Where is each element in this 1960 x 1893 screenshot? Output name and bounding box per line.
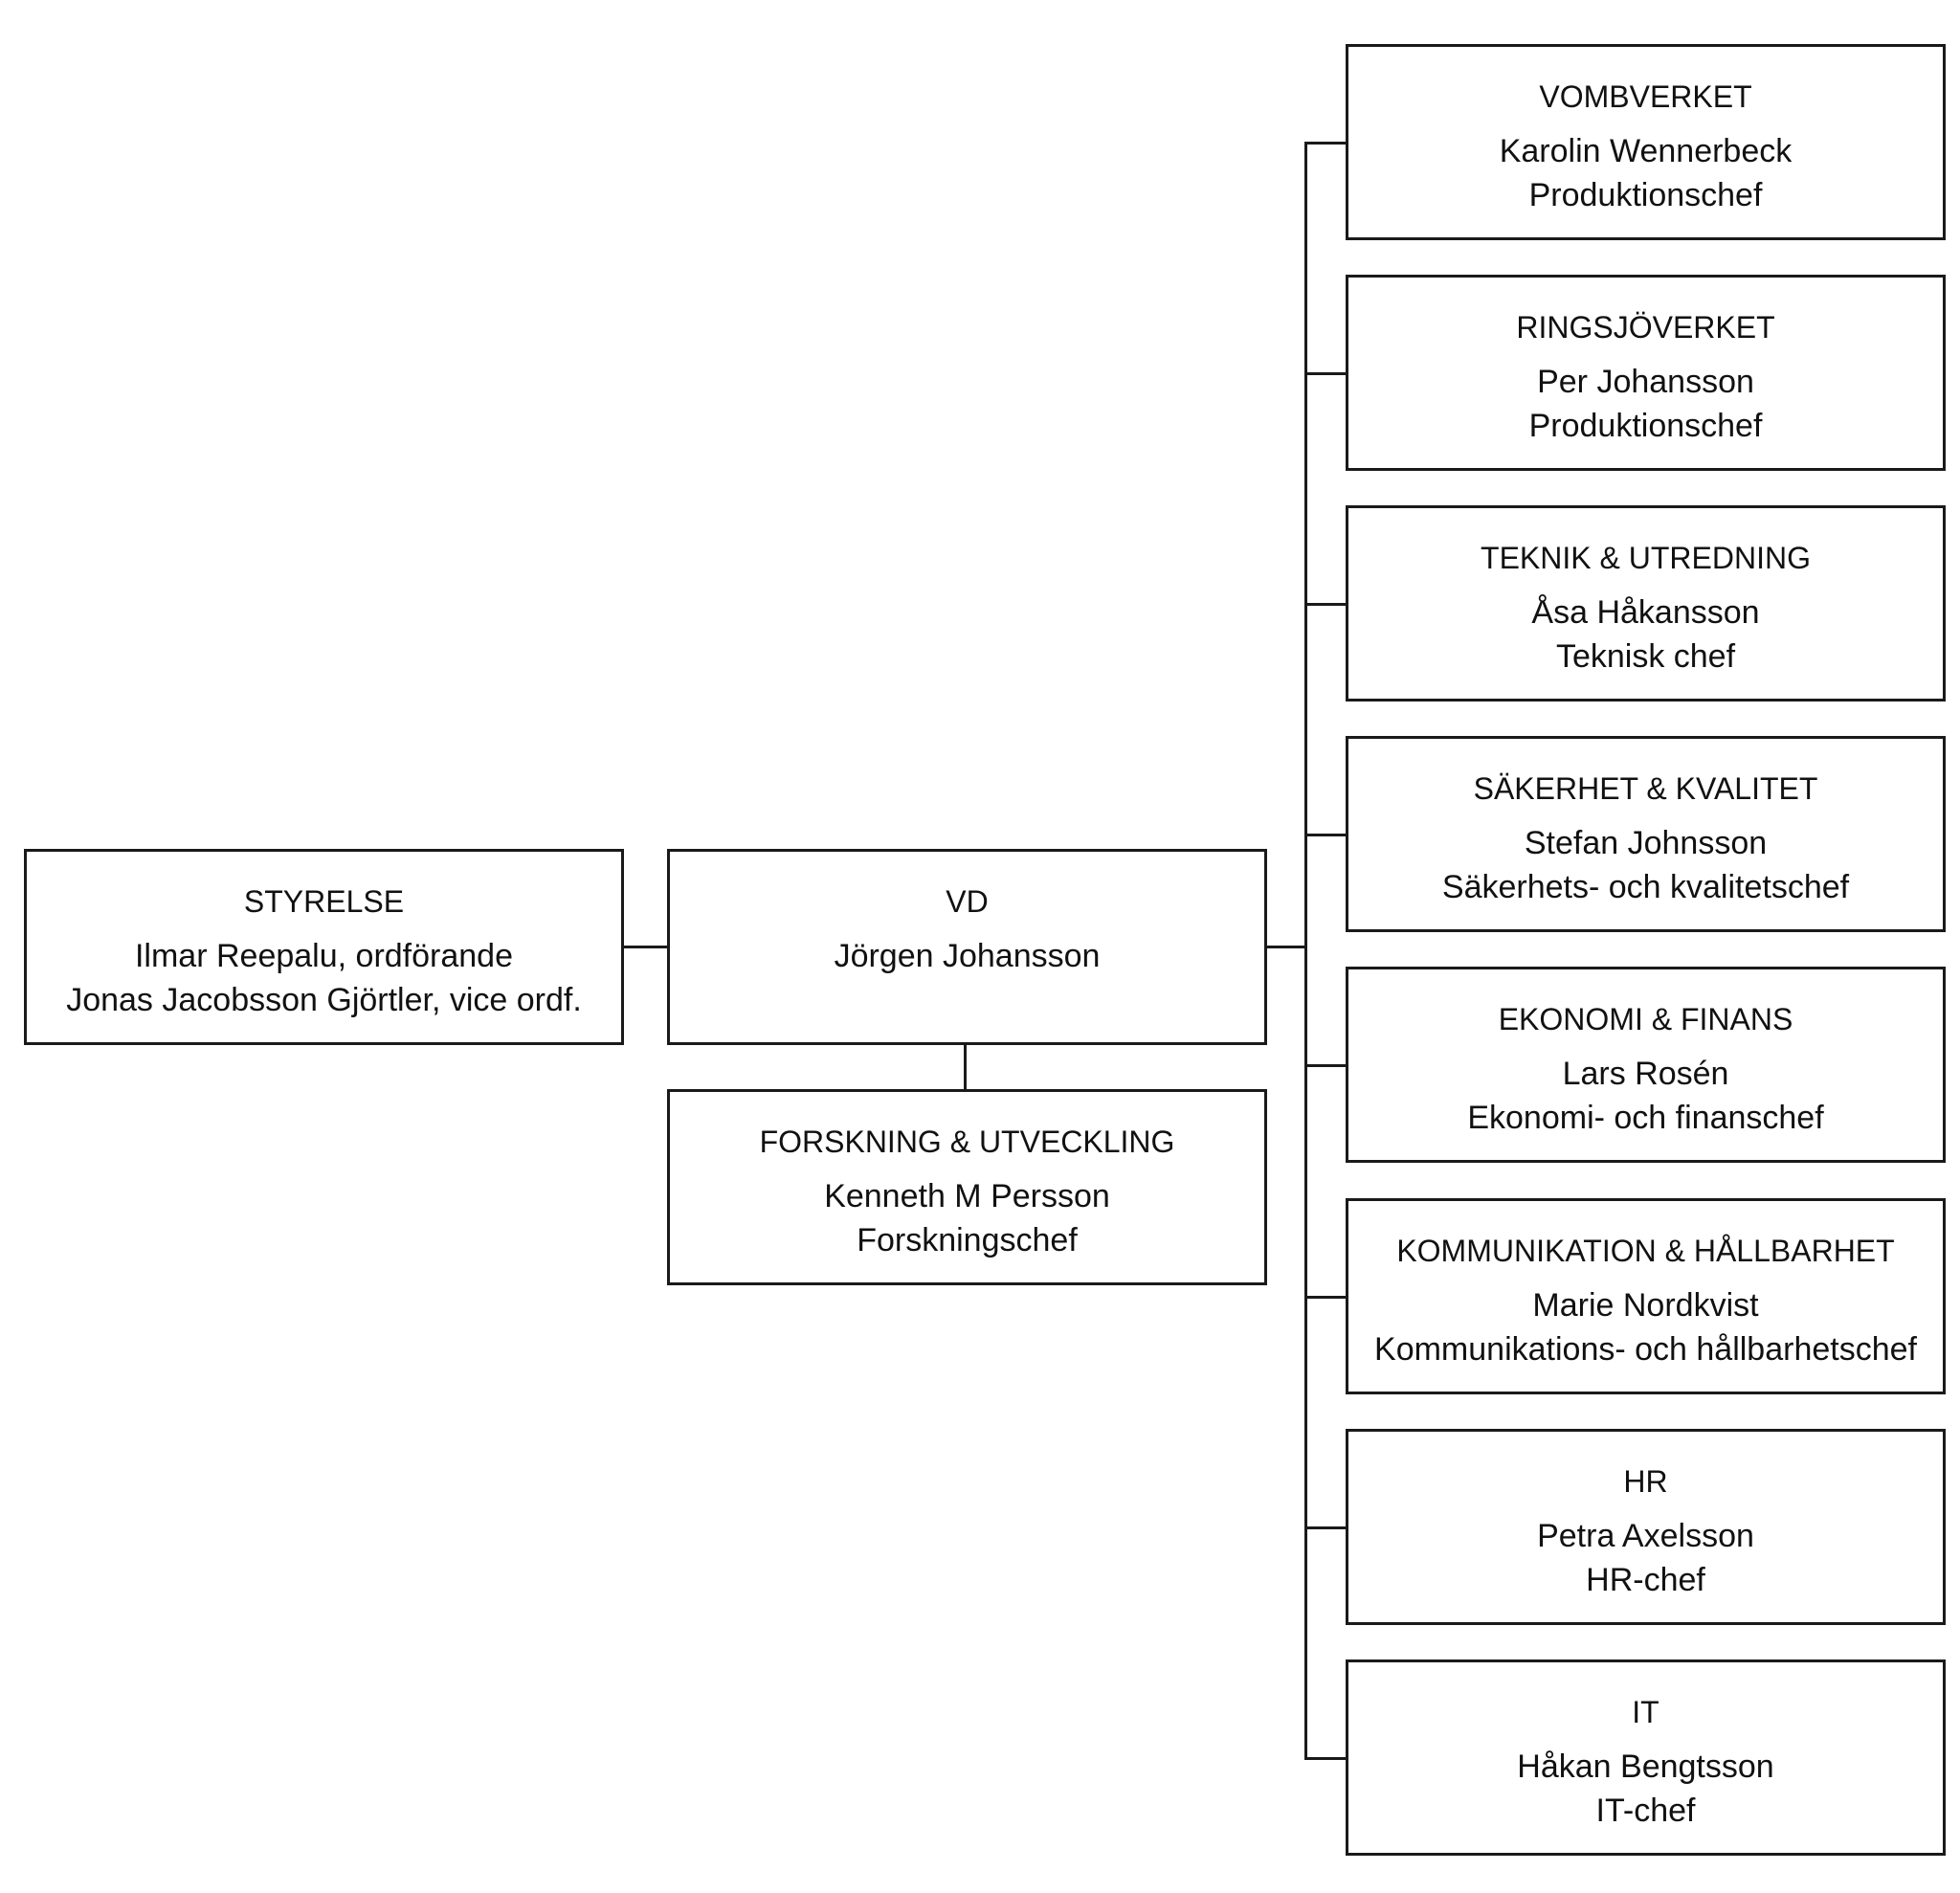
research-title: FORSKNING & UTVECKLING [759, 1125, 1175, 1159]
ceo-departments-connector [1264, 946, 1307, 948]
department-title: IT [1632, 1695, 1659, 1729]
department-head-role: Kommunikations- och hållbarhetschef [1374, 1331, 1917, 1368]
department-head-name: Marie Nordkvist [1532, 1287, 1759, 1324]
department-box-sakerhet-kvalitet: SÄKERHET & KVALITET Stefan Johnsson Säke… [1346, 736, 1946, 932]
ceo-box: VD Jörgen Johansson [667, 849, 1267, 1045]
departments-trunk [1304, 142, 1307, 1759]
department-box-kommunikation-hallbarhet: KOMMUNIKATION & HÅLLBARHET Marie Nordkvi… [1346, 1198, 1946, 1394]
dept-branch-0 [1304, 142, 1347, 145]
board-chair: Ilmar Reepalu, ordförande [134, 938, 513, 974]
department-head-role: Produktionschef [1528, 408, 1763, 444]
department-box-ringsjoverket: RINGSJÖVERKET Per Johansson Produktionsc… [1346, 275, 1946, 471]
department-box-ekonomi-finans: EKONOMI & FINANS Lars Rosén Ekonomi- och… [1346, 967, 1946, 1163]
dept-branch-2 [1304, 603, 1347, 606]
dept-branch-1 [1304, 372, 1347, 375]
department-head-name: Håkan Bengtsson [1517, 1748, 1774, 1785]
department-head-role: IT-chef [1595, 1793, 1696, 1829]
research-box: FORSKNING & UTVECKLING Kenneth M Persson… [667, 1089, 1267, 1285]
department-head-role: Ekonomi- och finanschef [1467, 1100, 1824, 1136]
dept-branch-5 [1304, 1296, 1347, 1299]
department-box-it: IT Håkan Bengtsson IT-chef [1346, 1659, 1946, 1856]
research-head-name: Kenneth M Persson [824, 1178, 1110, 1214]
board-vice-chair: Jonas Jacobsson Gjörtler, vice ordf. [66, 982, 582, 1018]
department-box-teknik-utredning: TEKNIK & UTREDNING Åsa Håkansson Teknisk… [1346, 505, 1946, 702]
department-title: HR [1623, 1464, 1668, 1499]
board-title: STYRELSE [243, 884, 405, 919]
department-head-name: Karolin Wennerbeck [1499, 133, 1793, 169]
ceo-research-connector [964, 1043, 967, 1091]
board-box: STYRELSE Ilmar Reepalu, ordförande Jonas… [24, 849, 624, 1045]
department-title: TEKNIK & UTREDNING [1481, 541, 1811, 575]
department-head-role: Teknisk chef [1555, 638, 1736, 675]
board-ceo-connector [622, 946, 668, 948]
dept-branch-3 [1304, 834, 1347, 836]
department-head-name: Lars Rosén [1562, 1056, 1729, 1092]
department-head-name: Stefan Johnsson [1524, 825, 1768, 861]
department-title: EKONOMI & FINANS [1498, 1002, 1793, 1036]
department-head-name: Åsa Håkansson [1531, 594, 1760, 631]
department-head-role: Produktionschef [1528, 177, 1763, 213]
department-box-vombverket: VOMBVERKET Karolin Wennerbeck Produktion… [1346, 44, 1946, 240]
department-title: RINGSJÖVERKET [1516, 310, 1775, 345]
ceo-name: Jörgen Johansson [834, 938, 1101, 974]
department-title: KOMMUNIKATION & HÅLLBARHET [1396, 1234, 1895, 1268]
dept-branch-7 [1304, 1757, 1347, 1760]
department-box-hr: HR Petra Axelsson HR-chef [1346, 1429, 1946, 1625]
ceo-title: VD [946, 884, 989, 919]
department-head-name: Petra Axelsson [1537, 1518, 1754, 1554]
dept-branch-4 [1304, 1064, 1347, 1067]
research-head-role: Forskningschef [857, 1222, 1078, 1258]
department-head-name: Per Johansson [1537, 364, 1754, 400]
department-title: SÄKERHET & KVALITET [1473, 771, 1818, 806]
department-title: VOMBVERKET [1539, 79, 1752, 114]
department-head-role: HR-chef [1586, 1562, 1705, 1598]
department-head-role: Säkerhets- och kvalitetschef [1441, 869, 1850, 905]
dept-branch-6 [1304, 1526, 1347, 1529]
